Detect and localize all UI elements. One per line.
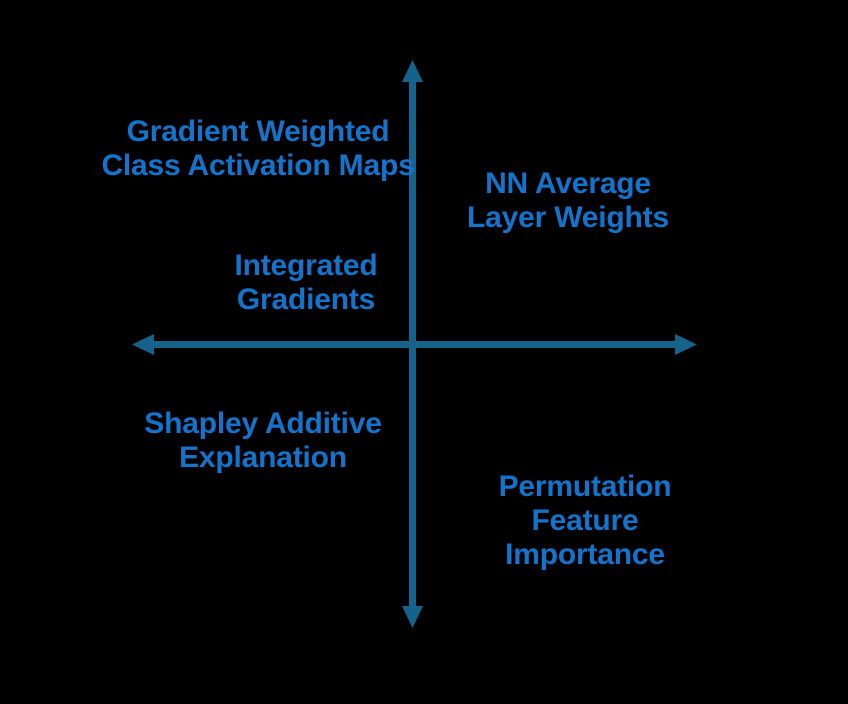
vertical-axis-arrow-up-icon xyxy=(402,60,423,82)
vertical-axis-arrow-down-icon xyxy=(402,606,423,628)
gradient-weighted-class-activation-maps-label: Gradient Weighted Class Activation Maps xyxy=(101,115,415,182)
nn-average-layer-weights-label: NN Average Layer Weights xyxy=(467,167,669,234)
horizontal-axis-arrow-left-icon xyxy=(132,334,154,355)
permutation-feature-importance-label: Permutation Feature Importance xyxy=(498,470,672,571)
horizontal-axis-arrow-right-icon xyxy=(675,334,697,355)
integrated-gradients-label: Integrated Gradients xyxy=(234,249,378,316)
horizontal-axis-shaft xyxy=(147,341,682,348)
shapley-additive-explanation-label: Shapley Additive Explanation xyxy=(144,407,382,474)
